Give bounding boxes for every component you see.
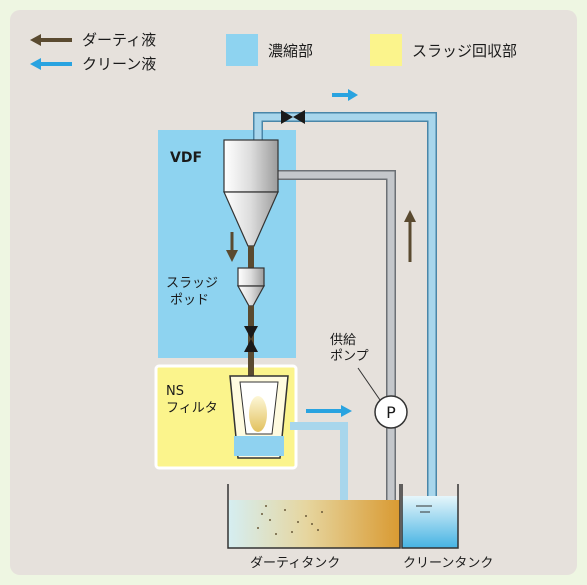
clean-tank-label: クリーンタンク bbox=[403, 556, 493, 571]
dirty-liquid-legend-arrowhead bbox=[30, 34, 41, 46]
vdf-cyclone bbox=[223, 139, 279, 247]
clean-flow-arrow-filter bbox=[306, 405, 352, 417]
dirty-tank bbox=[227, 484, 401, 549]
sludge-pod-label-line2: ポッド bbox=[170, 293, 209, 308]
sludge-recovery-section-swatch bbox=[370, 34, 402, 66]
pump-symbol: P bbox=[386, 403, 396, 422]
legend: ダーティ液 クリーン液 濃縮部 スラッジ回収部 bbox=[30, 31, 517, 73]
dirty-flow-arrow-up bbox=[404, 210, 416, 262]
dirty-flow-arrow-down bbox=[226, 232, 238, 262]
clean-tank bbox=[401, 484, 459, 549]
supply-pump-label-line2: ポンプ bbox=[330, 349, 369, 364]
clean-return-pipe bbox=[254, 113, 436, 525]
pod-valve bbox=[244, 326, 258, 352]
pod-discharge-pipe bbox=[248, 306, 254, 410]
vdf-label: VDF bbox=[170, 150, 202, 166]
clean-flow-arrow-top bbox=[332, 89, 358, 101]
pump-leader-line bbox=[357, 367, 381, 401]
concentration-section-swatch bbox=[226, 34, 258, 66]
top-valve bbox=[281, 110, 305, 124]
supply-pipe bbox=[278, 171, 395, 505]
clean-liquid-legend-label: クリーン液 bbox=[82, 55, 156, 73]
vdf-underflow-pipe bbox=[248, 246, 254, 268]
dirty-tank-label: ダーティタンク bbox=[250, 556, 340, 571]
sludge-recovery-section-label: スラッジ回収部 bbox=[412, 42, 517, 60]
clean-liquid-legend-arrowhead bbox=[30, 58, 41, 70]
sludge-pod-label-line1: スラッジ bbox=[166, 276, 218, 291]
supply-pump bbox=[374, 395, 408, 429]
concentration-section-label: 濃縮部 bbox=[268, 42, 313, 60]
ns-filter-label-line1: NS bbox=[166, 384, 184, 399]
ns-filter bbox=[229, 375, 289, 459]
sludge-pod bbox=[236, 267, 266, 307]
ns-filter-label-line2: フィルタ bbox=[166, 401, 218, 416]
supply-pump-label-line1: 供給 bbox=[330, 333, 356, 348]
dirty-liquid-legend-label: ダーティ液 bbox=[82, 31, 156, 49]
filter-outlet-pipe bbox=[290, 422, 348, 505]
